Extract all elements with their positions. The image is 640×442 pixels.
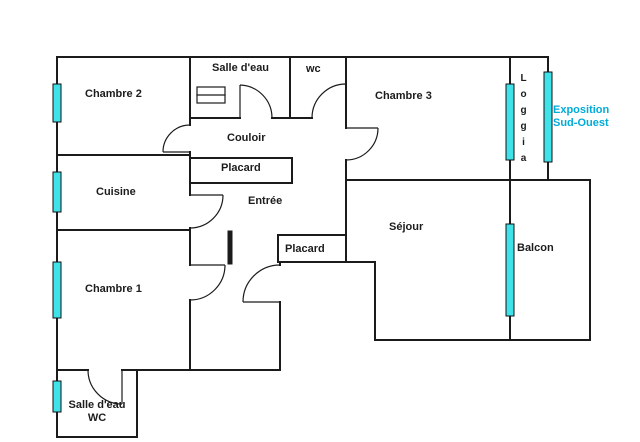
cuisine-window	[52, 171, 62, 213]
door-arcs	[87, 83, 379, 405]
room-label-couloir: Couloir	[227, 132, 266, 144]
room-label-sejour: Séjour	[389, 221, 424, 233]
interior-walls	[56, 56, 511, 371]
balcon-window	[505, 223, 515, 317]
room-label-loggia: Loggia	[518, 73, 529, 169]
room-label-salle-deau: Salle d'eau	[212, 62, 270, 74]
door-arc-wc	[311, 83, 347, 119]
door-arc-cuisine	[189, 194, 224, 229]
interior-wall-path	[56, 56, 511, 371]
door-arc-chambre1	[189, 264, 226, 301]
room-label-salle-deau-wc: Salle d'eau WC	[68, 399, 126, 424]
room-label-chambre1: Chambre 1	[85, 283, 142, 295]
room-label-chambre3: Chambre 3	[375, 90, 432, 102]
windows	[52, 71, 553, 413]
door-arc-salle-deau	[239, 84, 273, 119]
chambre1-window	[52, 261, 62, 319]
salle-deau-wc-window	[52, 380, 62, 413]
room-label-placard-milieu: Placard	[285, 243, 325, 255]
room-label-cuisine: Cuisine	[96, 186, 136, 198]
loggia-outer-window	[543, 71, 553, 163]
door-arc-chambre3	[345, 127, 379, 161]
door-arc-salle-deau-wc	[87, 369, 123, 405]
door-arc-chambre2	[162, 124, 191, 153]
room-label-balcon: Balcon	[517, 242, 554, 254]
room-label-wc: wc	[306, 63, 321, 75]
loggia-inner-window	[505, 83, 515, 161]
chambre2-window	[52, 83, 62, 123]
room-label-entree: Entrée	[248, 195, 283, 207]
exposition-annotation: Exposition Sud-Ouest	[553, 104, 610, 129]
room-label-chambre2: Chambre 2	[85, 88, 142, 100]
door-arc-sejour	[242, 264, 281, 303]
room-label-placard-haut: Placard	[221, 162, 261, 174]
